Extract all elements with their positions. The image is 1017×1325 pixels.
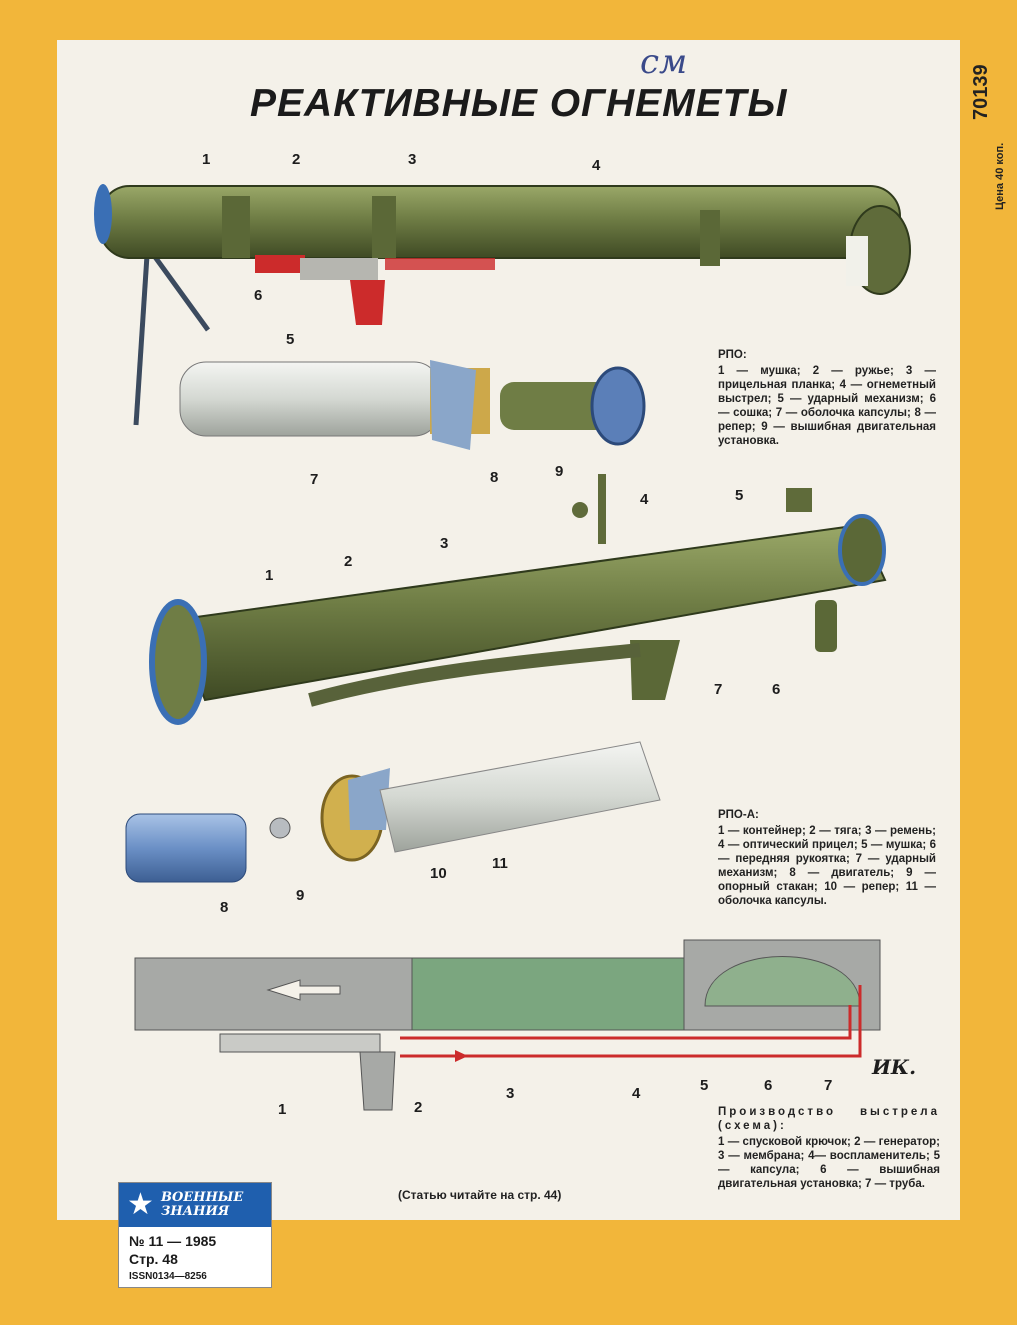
labels-rpo: 1 2 3 4 5 6 7 8 9 <box>202 151 601 488</box>
badge-page: Стр. 48 <box>129 1251 178 1267</box>
scheme-barrel <box>134 957 413 1031</box>
rpo-bipod-arm <box>147 248 211 332</box>
rpo-band-1 <box>222 196 250 258</box>
rpoa-label-7: 7 <box>714 681 722 698</box>
handwritten-note: см <box>640 42 688 82</box>
rpoa-label-1: 1 <box>265 567 273 584</box>
scheme-label-5: 5 <box>700 1077 708 1094</box>
rpo-label-9: 9 <box>555 463 563 480</box>
rpo-band-3 <box>372 196 396 258</box>
rpoa-grip <box>630 640 680 700</box>
rpo-trigger-guard <box>255 255 305 273</box>
rpoa-tube <box>173 523 887 702</box>
scheme-diode <box>455 1050 468 1062</box>
rpo-capsule-shell <box>179 361 441 437</box>
scheme-label-7: 7 <box>824 1077 832 1094</box>
rpoa-front-end <box>149 599 207 725</box>
rpo-label-6: 6 <box>254 287 262 304</box>
rpoa-rear-end <box>838 514 886 586</box>
legend-rpoa-heading: РПО-А: <box>718 809 759 821</box>
legend-rpo-text: 1 — мушка; 2 — ружье; 3 — прицельная пла… <box>718 365 936 447</box>
rpo-label-2: 2 <box>292 151 300 168</box>
rpo-bipod-leg <box>133 239 151 426</box>
rpo-label-3: 3 <box>408 151 416 168</box>
rpoa-label-11: 11 <box>492 855 508 872</box>
scheme-label-6: 6 <box>764 1077 772 1094</box>
rpo-label-8: 8 <box>490 469 498 486</box>
scheme-wire-2 <box>400 985 862 1058</box>
magazine-badge: ★ Военные знания № 11 — 1985 Стр. 48 ISS… <box>118 1182 272 1288</box>
legend-rpoa: РПО-А: 1 — контейнер; 2 — тяга; 3 — реме… <box>718 808 936 908</box>
rpoa-support-cup <box>269 817 291 839</box>
scheme-label-2: 2 <box>414 1099 422 1116</box>
rpoa-label-5: 5 <box>735 487 743 504</box>
scheme-label-4: 4 <box>632 1085 641 1102</box>
badge-header: ★ Военные знания <box>119 1183 271 1227</box>
rpoa-reper-fin <box>348 768 390 830</box>
rpoa-sight-post <box>598 474 606 544</box>
star-icon: ★ <box>127 1188 154 1221</box>
rpoa-strap <box>308 643 641 707</box>
rpoa-label-6: 6 <box>772 681 780 698</box>
artist-mark: ИК. <box>871 1055 916 1079</box>
scheme-grip <box>359 1051 396 1111</box>
rpo-strip <box>385 258 495 270</box>
rpoa-label-3: 3 <box>440 535 448 552</box>
page-title: РЕАКТИВНЫЕ ОГНЕМЕТЫ <box>250 82 788 125</box>
article-callout: (Статью читайте на стр. 44) <box>398 1188 562 1202</box>
scheme-label-1: 1 <box>278 1101 286 1118</box>
rpo-eject-nozzle <box>590 366 646 446</box>
rpo-label-5: 5 <box>286 331 294 348</box>
legend-shot-text: 1 — спусковой крючок; 2 — генератор; 3 —… <box>718 1136 940 1190</box>
rpoa-weapon <box>149 474 887 725</box>
rpo-label-4: 4 <box>592 157 601 174</box>
labels-scheme: 1 2 3 4 5 6 7 <box>278 1077 832 1118</box>
rpoa-label-2: 2 <box>344 553 352 570</box>
labels-rpoa: 1 2 3 4 5 6 7 8 9 10 11 <box>220 487 780 916</box>
scheme-wire-1 <box>400 1005 852 1040</box>
rpoa-capsule <box>125 741 661 883</box>
rpo-eject-motor <box>500 382 610 430</box>
legend-rpoa-text: 1 — контейнер; 2 — тяга; 3 — ремень; 4 —… <box>718 825 936 907</box>
rpoa-label-4: 4 <box>640 491 649 508</box>
rpoa-label-10: 10 <box>430 865 447 882</box>
rpoa-label-9: 9 <box>296 887 304 904</box>
magazine-name: Военные знания <box>161 1190 244 1219</box>
rpoa-front-handle <box>815 600 837 652</box>
rpo-muzzle-ring <box>94 184 112 244</box>
rpo-reper-fin <box>430 360 476 450</box>
rpo-weapon <box>94 184 911 426</box>
rpoa-capsule-shell <box>379 741 661 853</box>
rpoa-sight-knob <box>572 502 588 518</box>
legend-rpo-heading: РПО: <box>718 349 747 361</box>
legend-shot-heading: Производство выстрела (схема): <box>718 1106 940 1132</box>
legend-rpo: РПО: 1 — мушка; 2 — ружье; 3 — прицельна… <box>718 348 936 448</box>
badge-issn: ISSN0134—8256 <box>129 1271 207 1282</box>
rpoa-label-8: 8 <box>220 899 228 916</box>
scheme-eject-unit <box>704 956 861 1007</box>
rpo-rear-cap <box>846 236 868 286</box>
rpo-grip <box>350 280 385 325</box>
rpoa-front-sight <box>786 488 812 512</box>
scheme-tube <box>411 957 685 1031</box>
scheme-arrow <box>266 979 341 1001</box>
badge-issue: № 11 — 1985 <box>129 1233 217 1249</box>
rpoa-engine <box>125 813 247 883</box>
rpo-tube <box>99 185 901 259</box>
rpo-band-4 <box>700 210 720 266</box>
legend-shot: Производство выстрела (схема): 1 — спуск… <box>718 1105 940 1191</box>
scheme-label-3: 3 <box>506 1085 514 1102</box>
rpo-capsule <box>179 360 646 450</box>
rpo-label-1: 1 <box>202 151 210 168</box>
firing-scheme <box>134 939 881 1111</box>
rpo-label-7: 7 <box>310 471 318 488</box>
scheme-trigger-block <box>219 1033 381 1053</box>
rpo-firing-block <box>300 258 378 280</box>
